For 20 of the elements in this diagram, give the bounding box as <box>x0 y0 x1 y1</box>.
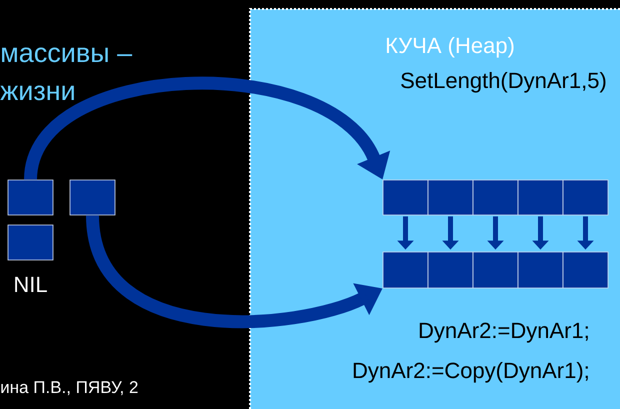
title-text: жизни <box>0 85 74 100</box>
memory-cell <box>472 252 518 288</box>
memory-cell <box>428 180 474 216</box>
node-label: NIL <box>15 276 47 292</box>
memory-cell <box>562 180 608 216</box>
memory-cell <box>382 180 428 216</box>
pointer-box: NIL <box>8 224 54 292</box>
code-text: DynAr2:=DynAr1; <box>420 322 588 343</box>
title-text: массивы – <box>2 47 132 62</box>
memory-cell <box>428 252 474 288</box>
code-text: SetLength(DynAr1,5) <box>401 72 606 93</box>
memory-cell <box>518 180 564 216</box>
pointer-box <box>8 180 54 216</box>
memory-cell <box>562 252 608 288</box>
pointer-box <box>70 180 116 216</box>
memory-cell <box>518 252 564 288</box>
footer-text: ина П.В., ПЯВУ, 2 <box>1 381 138 396</box>
memory-cell <box>382 252 428 288</box>
code-text: DynAr2:=Copy(DynAr1); <box>354 362 588 383</box>
memory-cell <box>472 180 518 216</box>
